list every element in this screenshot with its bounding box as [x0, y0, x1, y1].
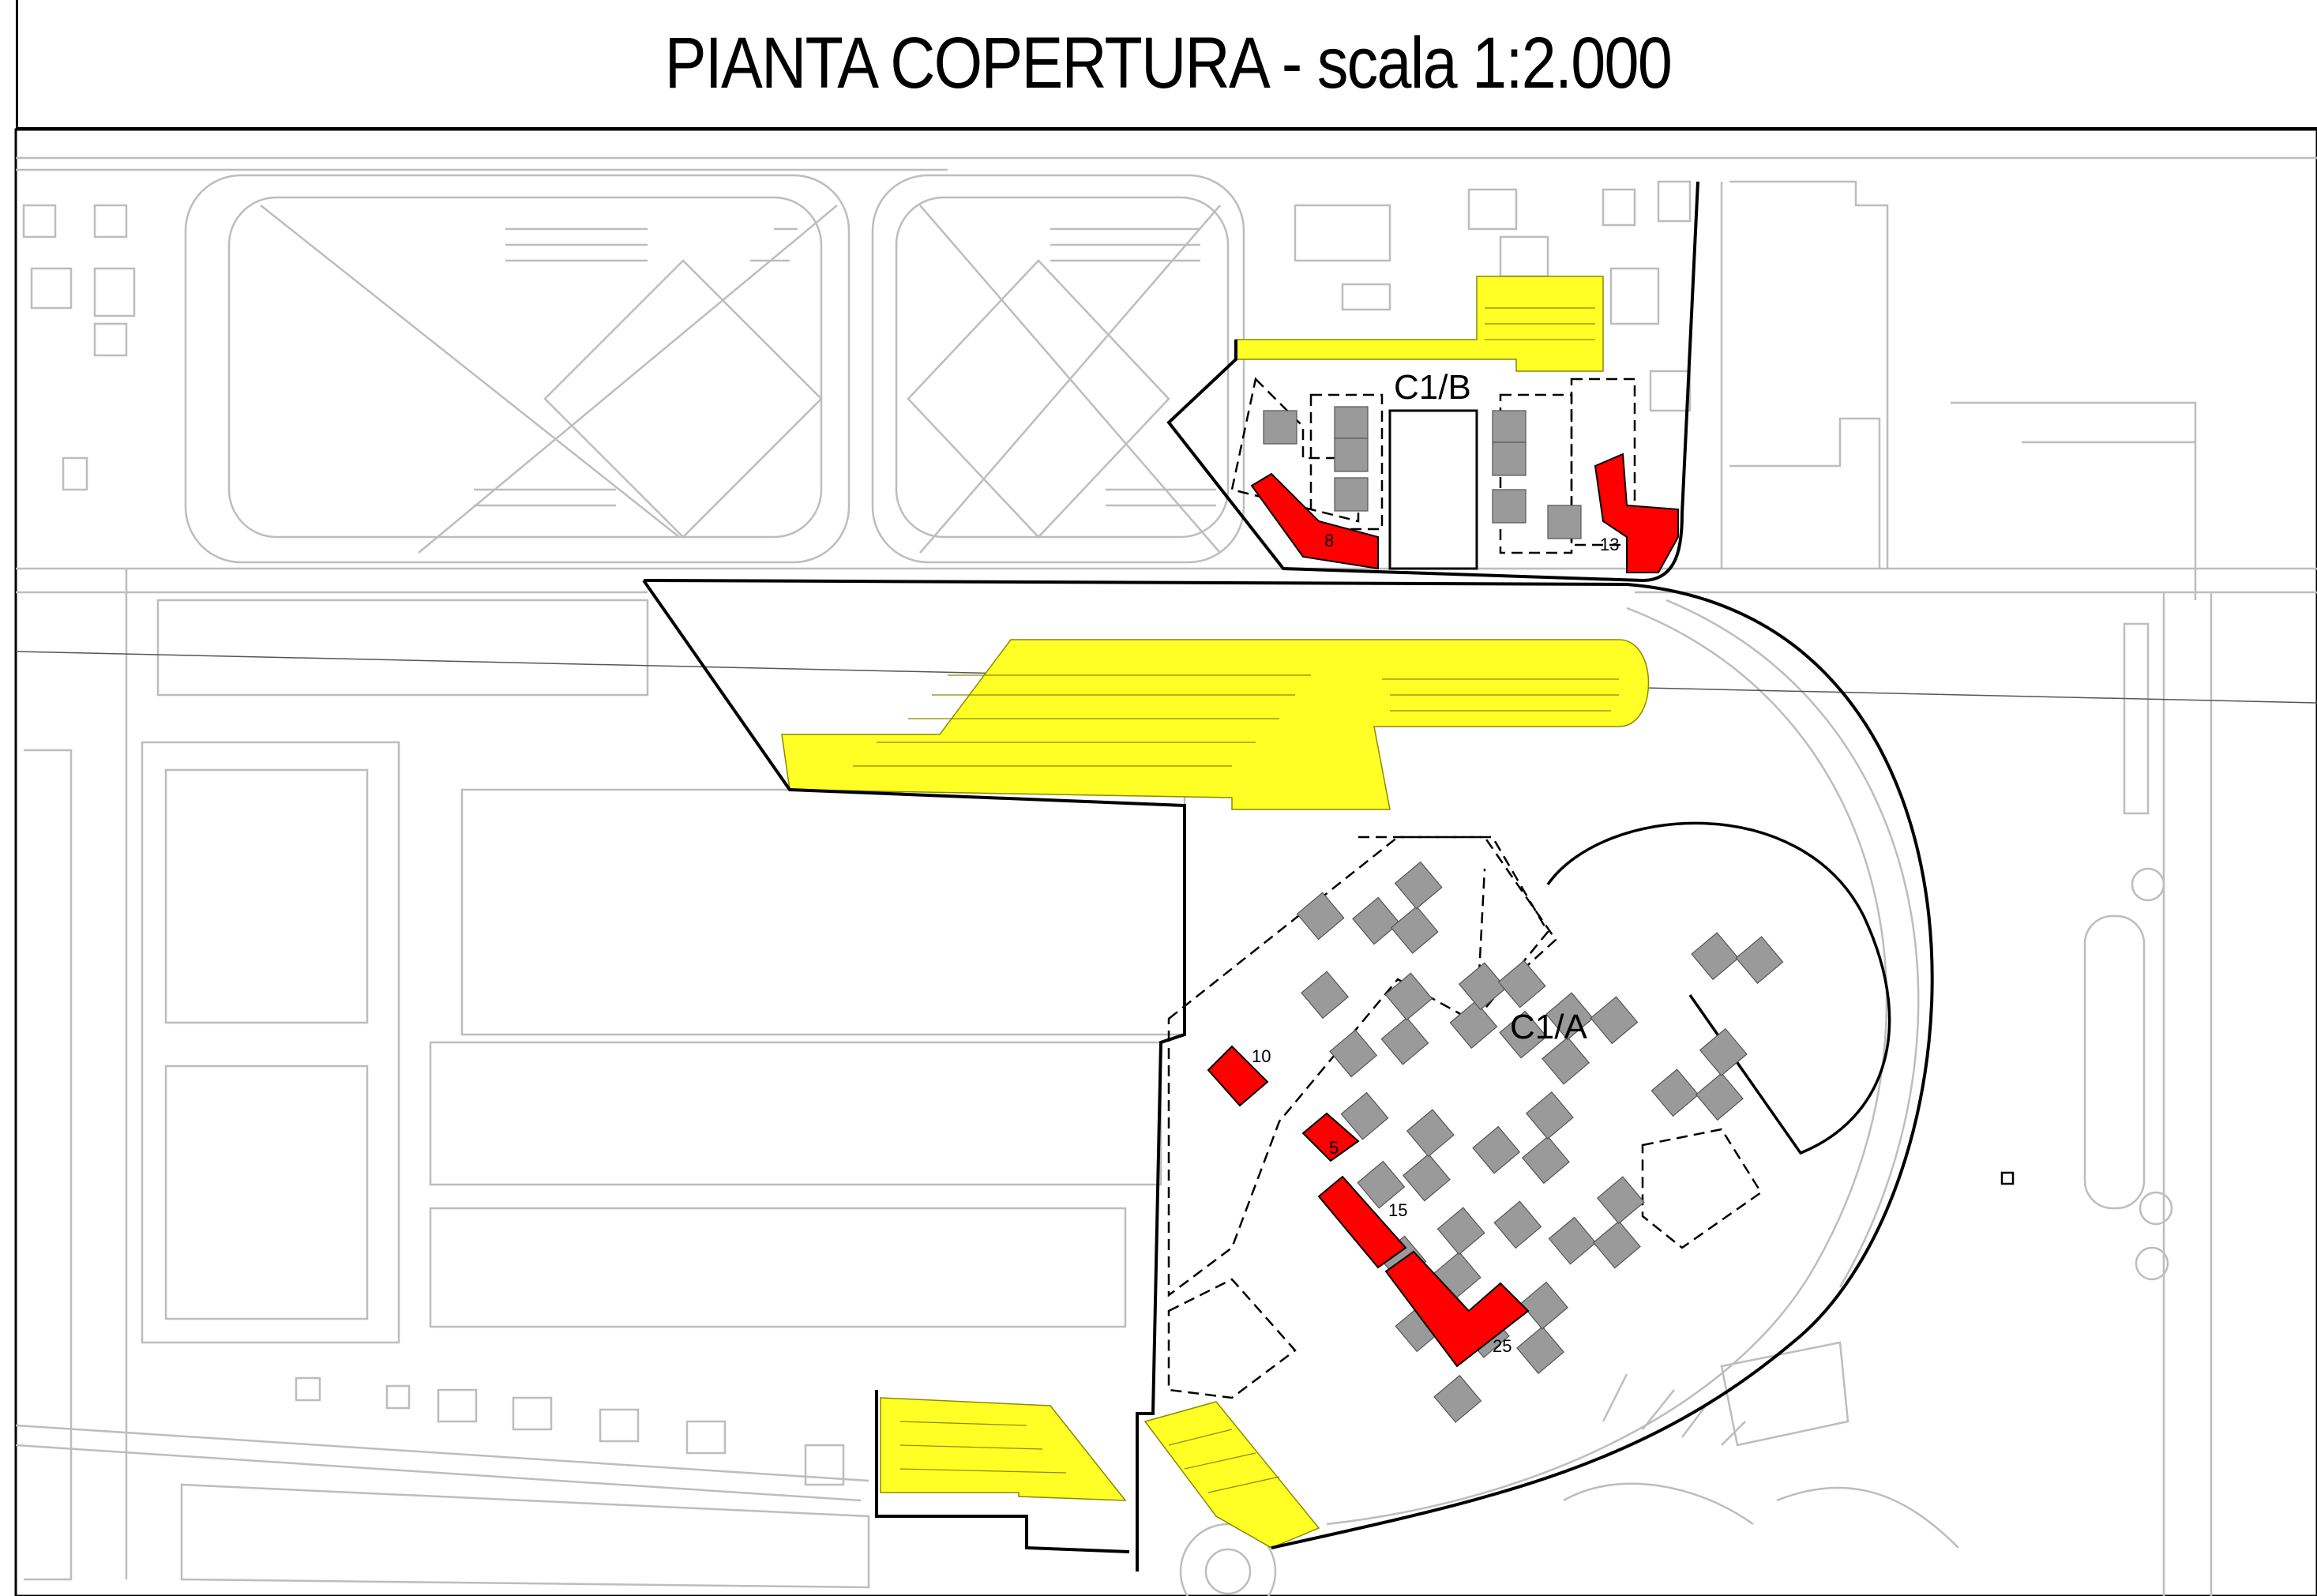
parking-area-bottom-left [880, 1397, 1127, 1501]
building-label-25: 25 [1493, 1336, 1511, 1356]
red-building-10 [1207, 1045, 1269, 1107]
map-frame [14, 128, 2317, 1596]
building-label-8: 8 [1324, 531, 1334, 550]
parking-area-bottom-right [1143, 1401, 1320, 1549]
red-building-5 [1301, 1112, 1360, 1162]
boundary-central [643, 579, 1934, 1549]
building-label-5: 5 [1329, 1138, 1339, 1158]
parking-area-central [781, 639, 1650, 810]
red-buildings [1207, 453, 1679, 1368]
zone-label-c1b: C1/B [1394, 368, 1471, 407]
building-label-10: 10 [1252, 1046, 1271, 1066]
boundary-c1a-arc [1546, 821, 1891, 1155]
yellow-parking-areas [781, 276, 1650, 1549]
red-building-25 [1384, 1250, 1530, 1368]
red-building-15 [1317, 1175, 1407, 1269]
base-map-lines [15, 156, 2317, 1596]
parking-stall-lines [853, 307, 1619, 1493]
drawing-title: PIANTA COPERTURA - scala 1:2.000 [664, 23, 1672, 103]
title-block: PIANTA COPERTURA - scala 1:2.000 [16, 0, 2317, 130]
red-building-13 [1594, 453, 1679, 573]
map-labels: C1/B C1/A 8 13 10 5 15 25 [1252, 368, 1619, 1356]
parking-area-c1b [1235, 276, 1604, 372]
boundary-west [642, 579, 1186, 1572]
grey-buildings [1263, 406, 1784, 1423]
boundary-c1b [1166, 181, 1699, 583]
zone-label-c1a: C1/A [1510, 1008, 1587, 1046]
red-building-8 [1250, 472, 1379, 570]
zone-boundaries [642, 181, 1934, 1572]
building-label-15: 15 [1388, 1200, 1407, 1220]
building-label-13: 13 [1600, 535, 1619, 554]
boundary-bottom-left [875, 1390, 1130, 1553]
